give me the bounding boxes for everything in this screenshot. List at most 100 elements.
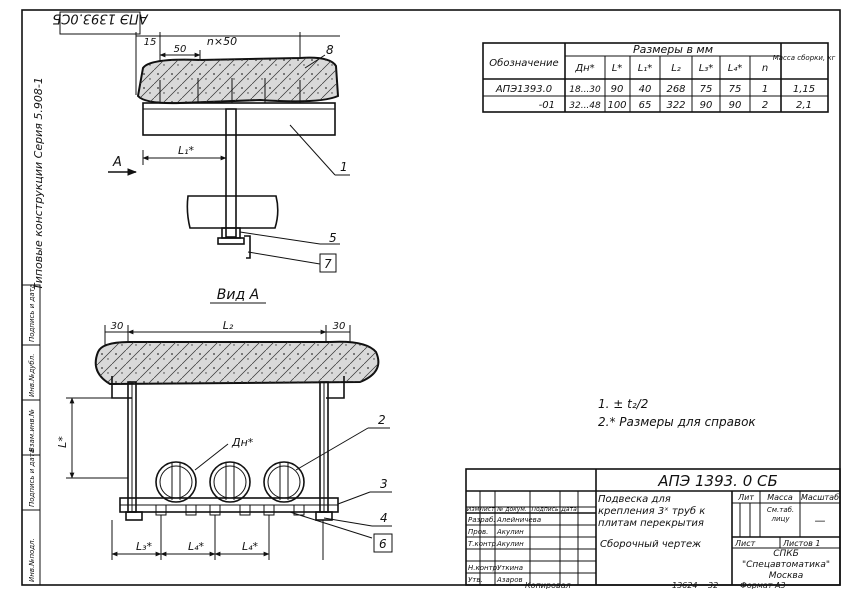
tb-mass-value: См.таб. лицу <box>766 506 795 523</box>
dim-l: L* <box>56 436 69 448</box>
dim-15: 15 <box>144 37 157 48</box>
signer-name-5: Азаров <box>496 576 523 584</box>
pipe-side <box>186 195 279 229</box>
footer: Копировал 13624 32 Формат А3 <box>525 581 786 590</box>
dim-l4a: L₄* <box>188 540 205 553</box>
footer-number: 13624 <box>672 581 697 589</box>
dim-l2: L₂ <box>223 319 234 332</box>
tb-scale-value: — <box>815 514 826 527</box>
spec-col-2: L₁* <box>638 63 653 74</box>
dim-30-right: 30 <box>333 321 346 332</box>
signer-role-2: Т.контр. <box>468 540 498 548</box>
spec-row0-v2: 40 <box>639 84 652 95</box>
top-view: 15 50 n×50 А L₁* 8 1 <box>108 32 350 273</box>
spec-row0-v1: 90 <box>611 84 624 95</box>
stamp-cell-0: Инв.№подл. <box>28 538 36 582</box>
tb-sheets: Листов 1 <box>782 539 821 548</box>
spec-col-5: L₄* <box>728 63 743 74</box>
tb-col-scale: Масштаб <box>801 493 839 502</box>
spec-col-1: L* <box>612 63 623 74</box>
dim-l3: L₃* <box>136 540 153 553</box>
tb-col-mass: Масса <box>767 493 793 502</box>
stamp-cell-3: Инв.№дубл. <box>28 354 36 397</box>
spec-col-0: Дн* <box>574 63 594 74</box>
dim-l4b: L₄* <box>242 540 259 553</box>
notes: 1. ± t₂/2 2.* Размеры для справок <box>598 397 756 429</box>
arrow-a-label: А <box>112 155 122 170</box>
spec-col-6: n <box>762 63 768 74</box>
spec-row0-v4: 75 <box>700 84 713 95</box>
spec-row0-v0: 18...30 <box>569 85 601 95</box>
stamp-cell-1: Подпись и дата <box>28 449 36 507</box>
spec-col-3: L₂ <box>671 63 681 74</box>
signer-role-0: Разраб. <box>468 516 496 524</box>
view-a-title: Вид А <box>217 287 259 303</box>
dim-50: 50 <box>174 44 187 55</box>
title-doc-type: Сборочный чертеж <box>600 538 701 550</box>
note-1: 1. ± t₂/2 <box>598 397 648 411</box>
dim-nx50: n×50 <box>207 35 237 48</box>
label-1: 1 <box>340 160 348 174</box>
spec-table: Обозначение Размеры в мм Масса сборки, к… <box>482 42 836 113</box>
spec-row1-v3: 322 <box>666 100 685 111</box>
tb-head-4: Дата <box>560 506 577 513</box>
view-a: Вид А 30 L₂ 30 L* <box>56 287 393 560</box>
title-block: АПЭ 1393. 0 СБ Изм Лист № докум. Подпись… <box>465 468 841 586</box>
title-description: Подвеска для крепления 3ˣ труб к плитам … <box>598 494 706 529</box>
spec-row0-v6: 1 <box>762 84 768 95</box>
label-5: 5 <box>329 231 337 245</box>
spec-row1-mass: 2,1 <box>796 100 812 111</box>
title-doc-code: АПЭ 1393. 0 СБ <box>657 472 778 490</box>
label-8: 8 <box>326 43 334 57</box>
signer-role-4: Н.контр. <box>468 564 499 572</box>
signer-name-2: Акулин <box>496 540 524 548</box>
dim-dn: Дн* <box>231 436 254 449</box>
spec-row1-v6: 2 <box>762 100 768 111</box>
spec-row0-mass: 1,15 <box>793 84 815 95</box>
spec-row1-v2: 65 <box>639 100 652 111</box>
tb-org: СПКБ "Спецавтоматика" Москва <box>741 549 831 581</box>
tb-col-lit: Лит <box>737 493 754 502</box>
spec-row0-designation: АПЭ1393.0 <box>495 84 552 95</box>
series-label: Типовые конструкции Серия 5.908-1 <box>32 77 45 290</box>
tb-head-0: Изм <box>467 506 480 513</box>
stamp-column <box>21 284 41 586</box>
spec-row1-v1: 100 <box>607 100 626 111</box>
spec-row1-v4: 90 <box>700 100 713 111</box>
label-6: 6 <box>379 537 387 551</box>
note-2: 2.* Размеры для справок <box>598 415 756 429</box>
label-4: 4 <box>380 511 388 525</box>
signer-name-0: Алейничева <box>496 516 541 524</box>
rotated-code-box <box>59 11 141 35</box>
spec-row0-v5: 75 <box>729 84 742 95</box>
signer-role-5: Утв. <box>468 576 483 584</box>
signer-name-1: Акулин <box>496 528 524 536</box>
signer-name-4: Уткина <box>497 564 523 572</box>
signer-role-1: Пров. <box>468 528 488 536</box>
tb-head-2: № докум. <box>496 506 527 513</box>
label-2: 2 <box>378 413 386 427</box>
spec-col-designation: Обозначение <box>489 57 558 69</box>
spec-row0-v3: 268 <box>666 84 685 95</box>
channel-plate <box>142 102 336 136</box>
footer-copy: Копировал <box>525 581 571 589</box>
dim-l1: L₁* <box>178 144 195 157</box>
label-7: 7 <box>324 257 332 271</box>
spec-col-mass: Масса сборки, кг <box>773 54 836 62</box>
stamp-cell-2: Взам.инв.№ <box>28 409 36 452</box>
rotated-doc-code: АПЭ 1393.0СБ <box>52 11 148 26</box>
tb-sheet: Лист <box>734 539 756 548</box>
pipes <box>155 461 305 503</box>
spec-row1-v0: 32...48 <box>569 101 601 111</box>
footer-format: Формат А3 <box>740 581 786 589</box>
spec-col-4: L₃* <box>699 63 714 74</box>
spec-row1-designation: -01 <box>539 100 555 111</box>
spec-group-header: Размеры в мм <box>633 43 713 56</box>
spec-row1-v5: 90 <box>729 100 742 111</box>
tb-head-1: Лист <box>478 506 495 513</box>
footer-code: 32 <box>708 581 718 589</box>
hanger-rod <box>225 108 237 238</box>
label-3: 3 <box>380 477 388 491</box>
